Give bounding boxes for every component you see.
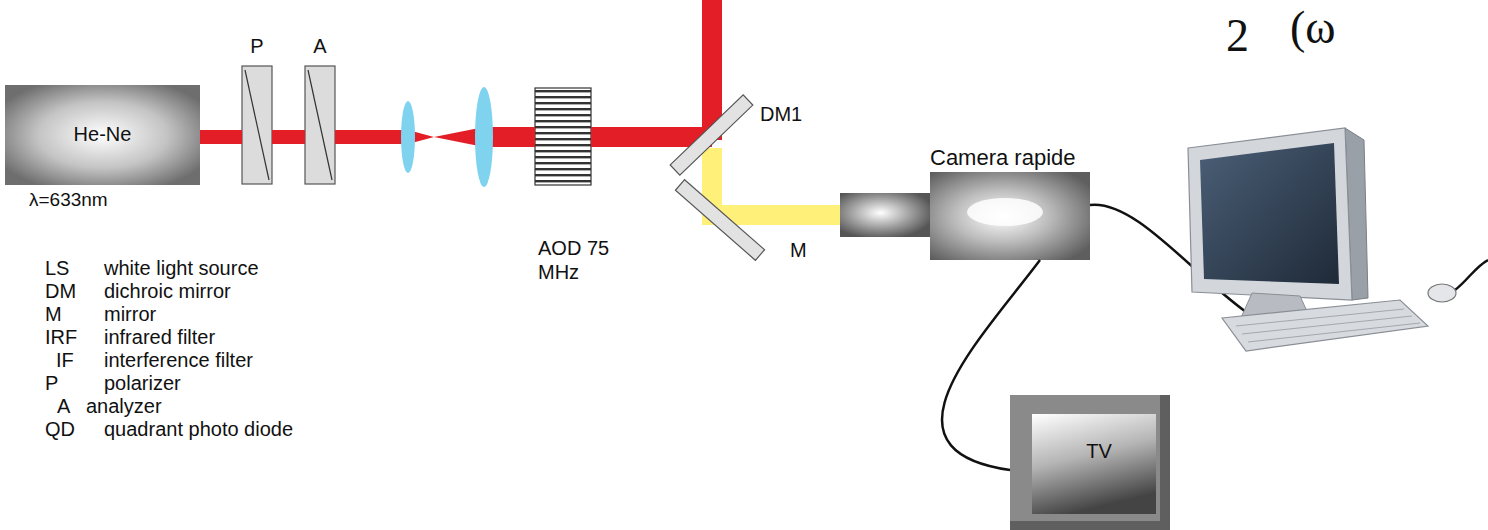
mouse-cable: [1455, 260, 1488, 290]
tv-monitor: TV: [1010, 395, 1170, 530]
legend-abbreviation: IRF: [45, 326, 77, 349]
node-label: λ=633nm: [29, 189, 108, 212]
legend-description: infrared filter: [104, 326, 215, 349]
node-text: TV: [1032, 439, 1166, 463]
node-label: M: [790, 238, 807, 262]
laser-beam: [272, 130, 305, 144]
legend-abbreviation: IF: [56, 349, 74, 372]
analyzer-axis: [308, 70, 332, 180]
camera-highlight: [967, 198, 1043, 226]
legend-abbreviation: DM: [45, 280, 76, 303]
legend-description: quadrant photo diode: [104, 418, 293, 441]
dichroic-mirror: DM1: [668, 94, 752, 176]
polarizer-axis: [245, 70, 269, 180]
legend-abbreviation: LS: [45, 257, 69, 280]
legend-description: analyzer: [86, 395, 162, 418]
tv-screen: [1032, 414, 1156, 514]
mirror-plate: [675, 180, 764, 261]
formula-fragment: 2: [1226, 10, 1249, 63]
keyboard: [1222, 300, 1428, 351]
legend-description: mirror: [104, 303, 156, 326]
camera-body: [930, 172, 1090, 260]
dichroic-mirror-plate: [670, 95, 753, 175]
legend-description: interference filter: [104, 349, 253, 372]
laser-body: [5, 85, 200, 185]
legend-abbreviation: A: [57, 395, 70, 418]
acousto-optic-deflector: AOD 75 MHz: [535, 88, 591, 185]
keyboard-keys: [1248, 323, 1420, 342]
legend-abbreviation: M: [45, 303, 62, 326]
node-label: P: [232, 34, 282, 58]
camera-lens: [840, 193, 930, 237]
legend-description: white light source: [104, 257, 259, 280]
mirror: M: [668, 180, 768, 262]
laser-source: He-Neλ=633nm: [5, 85, 200, 185]
polarizer-plate: [242, 66, 272, 184]
lens: [475, 87, 493, 187]
legend-description: polarizer: [104, 372, 181, 395]
laser-beam: [200, 130, 242, 144]
formula-fragment: (ω: [1290, 2, 1336, 55]
polarizer: P: [242, 66, 272, 184]
node-label: Camera rapide: [930, 145, 1076, 171]
legend-description: dichroic mirror: [104, 280, 231, 303]
legend-abbreviation: QD: [45, 418, 75, 441]
keyboard-keys: [1236, 309, 1404, 326]
monitor-frame: [1188, 128, 1352, 300]
mouse: [1428, 284, 1456, 302]
legend-abbreviation: P: [45, 372, 58, 395]
tv-frame: [1010, 395, 1170, 530]
node-label: A: [295, 34, 345, 58]
aod-crystal: [535, 88, 591, 185]
analyzer-plate: [305, 66, 335, 184]
analyzer: A: [305, 66, 335, 184]
node-label: DM1: [760, 102, 802, 126]
video-cable: [942, 260, 1040, 470]
node-label: AOD 75 MHz: [538, 236, 610, 284]
node-text: He-Ne: [5, 122, 200, 146]
fast-camera: Camera rapide: [840, 148, 1090, 260]
monitor-screen: [1200, 143, 1339, 284]
expanded-laser-beam: [335, 127, 535, 147]
lens: [401, 101, 415, 173]
keyboard-keys: [1242, 316, 1412, 334]
tv-bezel: [1010, 395, 1160, 521]
